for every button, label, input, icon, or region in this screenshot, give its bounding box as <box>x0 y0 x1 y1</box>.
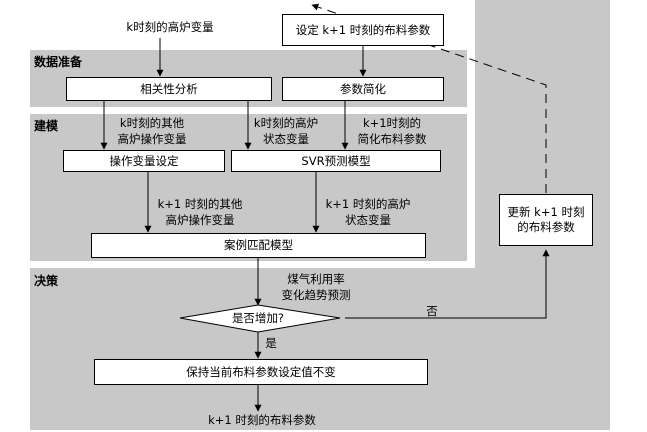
no-label: 否 <box>426 304 438 318</box>
input-label: k时刻的高炉变量 <box>126 20 214 34</box>
case-match-box: 案例匹配模型 <box>91 233 426 258</box>
arrow-diamond-no <box>345 249 550 319</box>
output-label: k+1 时刻的布料参数 <box>208 413 316 427</box>
keep-params-box: 保持当前布料参数设定值不变 <box>94 359 428 385</box>
op-var-setting-box: 操作变量设定 <box>63 150 225 172</box>
decision-diamond <box>179 304 341 333</box>
gas-trend-label: 煤气利用率 变化趋势预测 <box>281 272 351 302</box>
correlation-analysis-box: 相关性分析 <box>66 77 272 101</box>
k1-other-ops-label: k+1 时刻的其他 高炉操作变量 <box>157 197 243 227</box>
panel-label-decision: 决策 <box>34 274 59 288</box>
panel-label-data-prep: 数据准备 <box>34 55 83 69</box>
k-furnace-state-label: k时刻的高炉 状态变量 <box>253 116 319 146</box>
set-params-box: 设定 k+1 时刻的布料参数 <box>282 14 444 46</box>
k1-furnace-state-label: k+1 时刻的高炉 状态变量 <box>325 197 411 227</box>
decision-diamond-label: 是否增加? <box>231 311 285 325</box>
update-params-box: 更新 k+1 时刻 的布料参数 <box>499 194 593 246</box>
param-simplify-box: 参数简化 <box>282 77 444 101</box>
svr-model-box: SVR预测模型 <box>231 150 441 172</box>
panel-label-modeling: 建模 <box>34 119 59 133</box>
panel-decision <box>30 268 610 430</box>
k-other-ops-label: k时刻的其他 高炉操作变量 <box>117 116 187 146</box>
k1-simplified-label: k+1时刻的 简化布料参数 <box>357 116 427 146</box>
yes-label: 是 <box>265 336 277 350</box>
